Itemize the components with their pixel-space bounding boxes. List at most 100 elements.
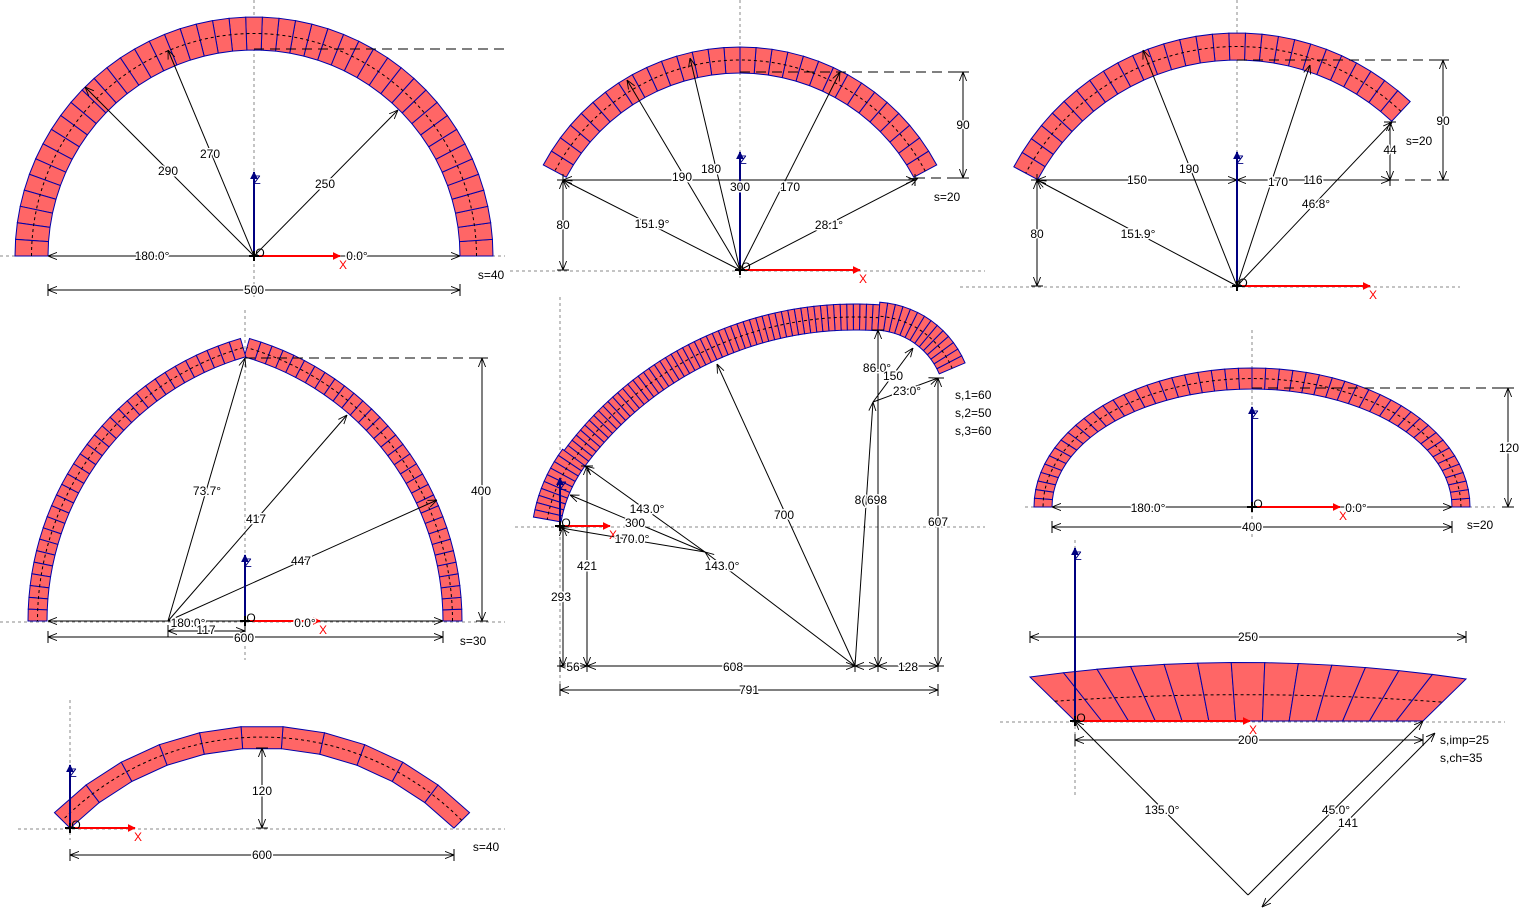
rampant-arch-voussoir	[1013, 151, 1046, 181]
three-centered-arch-main-centerline	[574, 316, 879, 459]
dimension-label: 150	[1127, 173, 1147, 187]
dimension-label: 45.0°	[1322, 803, 1350, 817]
x-axis-label: X	[1249, 723, 1257, 737]
thickness-note: s=20	[1406, 134, 1433, 148]
pointed-arch-right-centerline	[246, 347, 453, 622]
dimension-label: 180.0°	[135, 249, 170, 263]
origin-label: O	[561, 516, 570, 530]
thickness-note: s=20	[934, 190, 961, 204]
three-centered-arch-right-centerline	[878, 315, 953, 369]
dimension-lines	[47, 48, 1514, 907]
arches	[14, 16, 1471, 829]
dimension-label: 170	[1268, 175, 1288, 189]
dimension-label: 300	[625, 516, 645, 530]
dimension-label: 120	[252, 784, 272, 798]
x-axis-label: X	[1339, 509, 1347, 523]
dimension-label: 200	[1238, 733, 1258, 747]
dimension-label: 170.0°	[615, 532, 650, 546]
radius-line	[627, 80, 741, 271]
x-axis-label: X	[1369, 288, 1377, 302]
x-axis-label: X	[319, 623, 327, 637]
radius-line	[739, 178, 918, 271]
dimension-label: 143.0°	[630, 502, 665, 516]
thickness-note: s,3=60	[955, 424, 992, 438]
segmental-arch-voussoir	[753, 47, 773, 76]
dimension-label: 56	[566, 660, 580, 674]
pointed-arch-left-centerline	[37, 347, 244, 622]
dimension-line	[1262, 733, 1435, 907]
radius-line	[563, 180, 741, 271]
origin-label: O	[246, 611, 255, 625]
dimension-label: 180.0°	[1131, 501, 1166, 515]
segmental-arch-centerline	[554, 59, 926, 172]
radius-line	[1236, 122, 1392, 287]
polygonal-arch-voussoir	[158, 732, 205, 766]
radius-line	[1075, 721, 1249, 896]
dimension-label: 170	[780, 180, 800, 194]
radius-line	[739, 72, 840, 271]
thickness-note: s=30	[460, 634, 487, 648]
flat-arch-centerline	[1054, 694, 1443, 703]
dimension-label: 190	[1179, 162, 1199, 176]
dimension-label: 600	[252, 848, 272, 862]
radius-line	[85, 87, 255, 257]
dimension-label: 608	[723, 660, 743, 674]
dimension-label: 80	[1030, 227, 1044, 241]
thickness-note: s,ch=35	[1440, 751, 1483, 765]
dimension-label: 143.0°	[705, 559, 740, 573]
dimension-label: 86.0°	[863, 361, 891, 375]
flat-arch-voussoir	[1230, 662, 1266, 722]
radius-line	[690, 58, 741, 271]
dimension-label: 8(	[855, 493, 866, 507]
dimension-label: 421	[577, 559, 597, 573]
three-centered-arch-left-voussoir	[532, 509, 563, 523]
origin-label: O	[1253, 497, 1262, 511]
z-axis-label: Z	[559, 479, 566, 493]
dimension-label: 400	[471, 484, 491, 498]
dimension-label: 150	[883, 369, 903, 383]
thickness-note: s=40	[473, 840, 500, 854]
z-axis-label: Z	[1251, 408, 1258, 422]
dimension-label: 90	[956, 118, 970, 132]
dimension-label: 180.0°	[171, 616, 206, 630]
radius-line	[705, 552, 856, 667]
dimension-label: 250	[1238, 630, 1258, 644]
dimension-label: 0.0°	[346, 249, 368, 263]
radius-line	[167, 415, 347, 622]
z-axis-label: Z	[244, 556, 251, 570]
z-axis-label: Z	[739, 153, 746, 167]
x-axis-label: X	[859, 272, 867, 286]
z-axis-label: Z	[1074, 549, 1081, 563]
dimension-label: 117	[196, 623, 215, 637]
dimension-label: 250	[315, 177, 335, 191]
labels: ZXO290270250180.0°0.0°500s=40ZXO151.9°19…	[69, 113, 1521, 864]
z-axis-label: Z	[69, 766, 76, 780]
dimension-label: 135.0°	[1145, 803, 1180, 817]
dimension-label: 73.7°	[193, 484, 221, 498]
thickness-note: s,imp=25	[1440, 733, 1489, 747]
origin-label: O	[71, 818, 80, 832]
semicircular-arch-voussoir	[260, 16, 280, 52]
radius-line	[167, 358, 245, 622]
dimension-label: 23.0°	[893, 384, 921, 398]
dimension-label: 116	[1303, 173, 1322, 187]
z-axis-label: Z	[253, 173, 260, 187]
radius-line	[872, 378, 938, 403]
dimension-label: 0.0°	[294, 616, 316, 630]
radius-line	[167, 500, 437, 622]
dimension-label: 120	[1499, 441, 1519, 455]
dimension-label: 300	[730, 180, 750, 194]
z-axis-label: Z	[1236, 153, 1243, 167]
radius-line	[1142, 50, 1238, 287]
x-axis-label: X	[339, 258, 347, 272]
rampant-arch-centerline	[1025, 46, 1402, 174]
coordinate-axes	[65, 151, 1371, 833]
origin-label: O	[255, 246, 264, 260]
x-axis-label: X	[134, 830, 142, 844]
dimension-label: 290	[158, 164, 178, 178]
dimension-label: 46.8°	[1302, 197, 1330, 211]
x-axis-label: X	[609, 528, 617, 542]
dimension-label: 0.0°	[1345, 501, 1367, 515]
polygonal-arch-voussoir	[198, 726, 244, 755]
